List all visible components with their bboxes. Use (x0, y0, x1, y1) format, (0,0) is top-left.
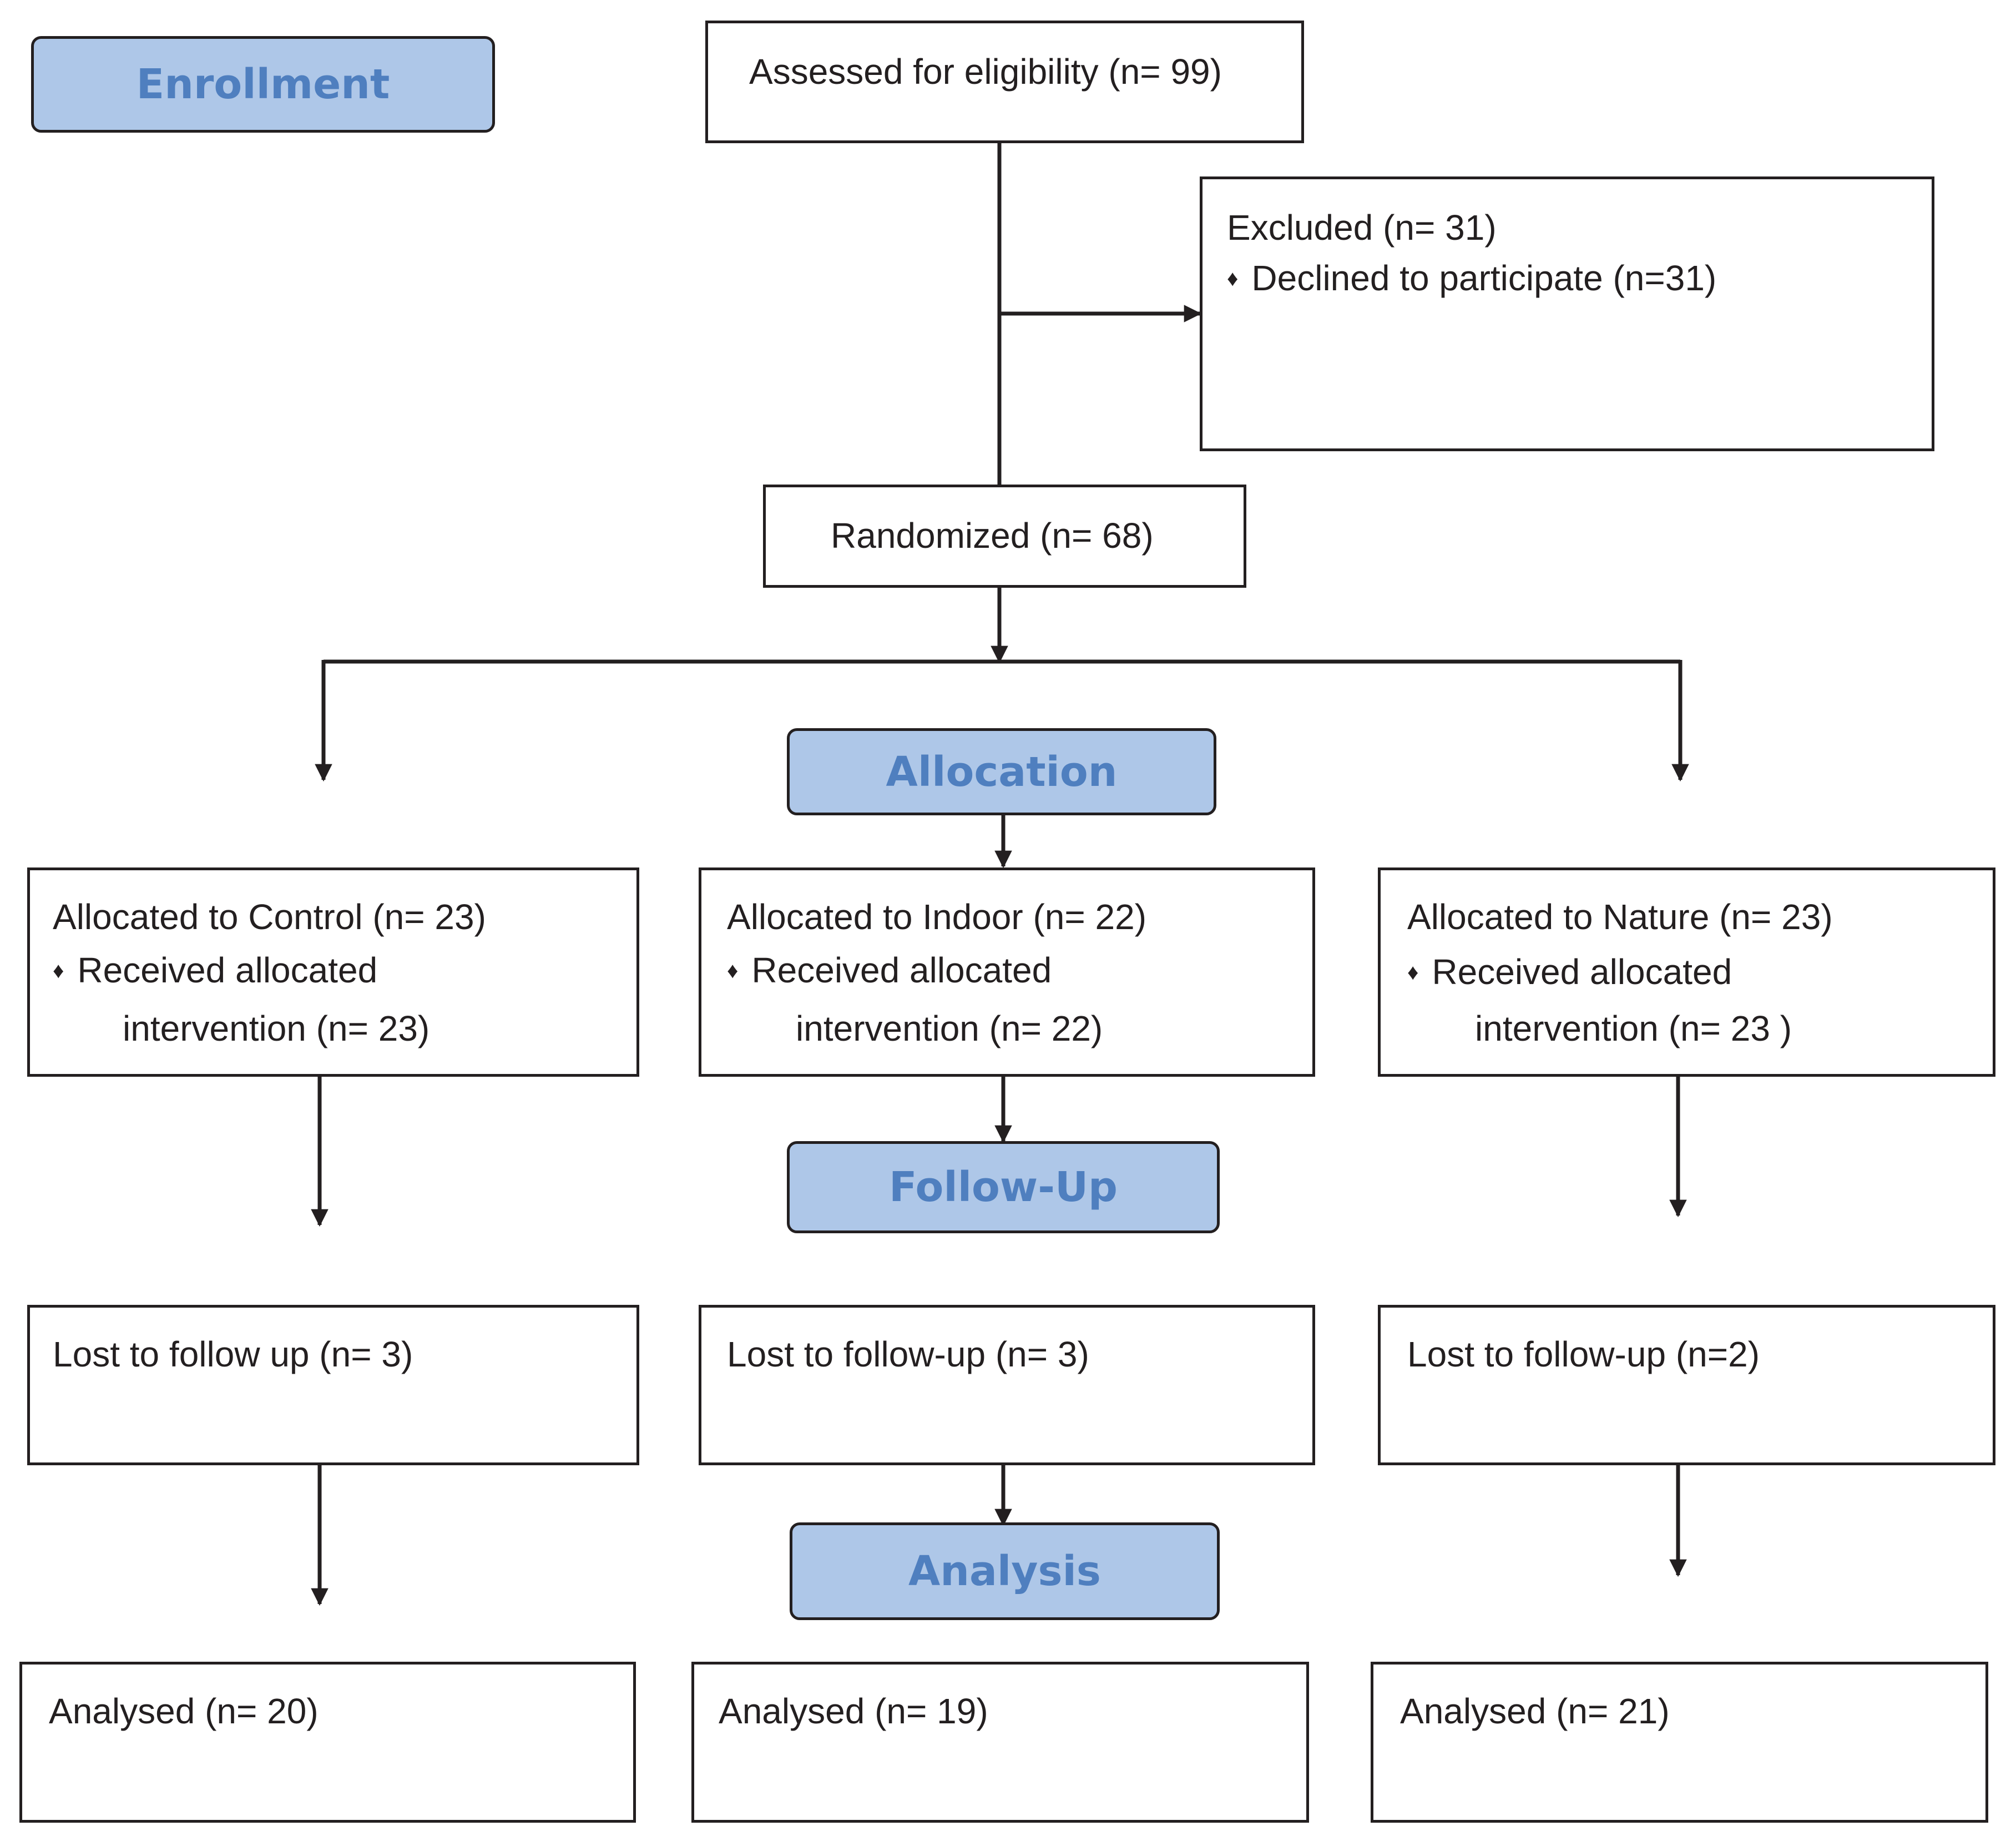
excluded-box: Excluded (n= 31) ♦ Declined to participat… (1200, 176, 1934, 451)
lost-control-box: Lost to follow up (n= 3) (27, 1305, 639, 1465)
phase-analysis: Analysis (790, 1522, 1220, 1620)
allocated-control-line1: ♦ Received allocated (53, 952, 377, 988)
assessed-box: Assessed for eligibility (n= 99) (705, 21, 1304, 143)
phase-enrollment: Enrollment (31, 36, 495, 133)
allocated-indoor-box: Allocated to Indoor (n= 22) ♦ Received al… (699, 867, 1315, 1077)
analysed-nature-text: Analysed (n= 21) (1400, 1691, 1670, 1731)
excluded-reason: Declined to participate (n=31) (1251, 258, 1717, 298)
diamond-bullet-icon: ♦ (727, 959, 739, 983)
allocated-indoor-received: Received allocated (751, 950, 1052, 990)
excluded-title: Excluded (n= 31) (1227, 208, 1497, 248)
allocated-nature-title: Allocated to Nature (n= 23) (1407, 897, 1833, 937)
analysed-nature-box: Analysed (n= 21) (1371, 1662, 1988, 1823)
allocated-control-received: Received allocated (77, 950, 378, 990)
allocated-control-line2: intervention (n= 23) (123, 1008, 430, 1048)
phase-allocation: Allocation (787, 728, 1216, 815)
allocated-indoor-line2: intervention (n= 22) (796, 1008, 1103, 1048)
diamond-bullet-icon: ♦ (1407, 960, 1419, 985)
allocated-nature-box: Allocated to Nature (n= 23) ♦ Received al… (1378, 867, 1995, 1077)
analysed-control-box: Analysed (n= 20) (19, 1662, 636, 1823)
allocated-nature-line2: intervention (n= 23 ) (1475, 1008, 1792, 1048)
analysed-indoor-box: Analysed (n= 19) (691, 1662, 1309, 1823)
allocated-nature-received: Received allocated (1432, 952, 1732, 992)
randomized-text: Randomized (n= 68) (831, 516, 1154, 556)
lost-control-text: Lost to follow up (n= 3) (53, 1334, 413, 1374)
allocated-control-title: Allocated to Control (n= 23) (53, 897, 486, 937)
lost-indoor-box: Lost to follow-up (n= 3) (699, 1305, 1315, 1465)
diamond-bullet-icon: ♦ (53, 959, 64, 983)
randomized-box: Randomized (n= 68) (763, 485, 1246, 588)
lost-nature-box: Lost to follow-up (n=2) (1378, 1305, 1995, 1465)
analysed-indoor-text: Analysed (n= 19) (719, 1691, 988, 1731)
phase-follow-up: Follow-Up (787, 1141, 1220, 1233)
analysed-control-text: Analysed (n= 20) (49, 1691, 319, 1731)
excluded-reason-item: ♦ Declined to participate (n=31) (1227, 260, 1716, 296)
lost-indoor-text: Lost to follow-up (n= 3) (727, 1334, 1089, 1374)
allocated-indoor-line1: ♦ Received allocated (727, 952, 1052, 988)
allocated-control-box: Allocated to Control (n= 23) ♦ Received a… (27, 867, 639, 1077)
lost-nature-text: Lost to follow-up (n=2) (1407, 1334, 1760, 1374)
assessed-text: Assessed for eligibility (n= 99) (749, 52, 1222, 92)
diamond-bullet-icon: ♦ (1227, 266, 1239, 291)
allocated-nature-line1: ♦ Received allocated (1407, 954, 1732, 990)
allocated-indoor-title: Allocated to Indoor (n= 22) (727, 897, 1147, 937)
